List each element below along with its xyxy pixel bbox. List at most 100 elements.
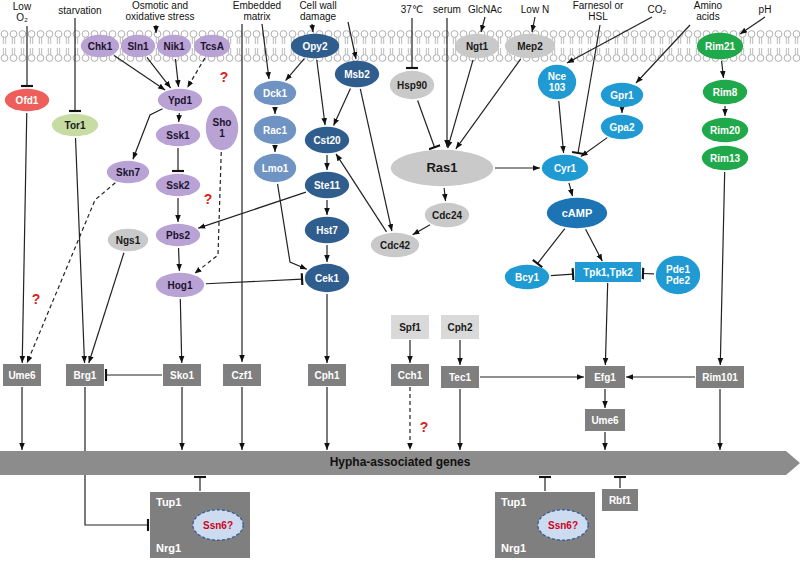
factor-box: Tec1 xyxy=(441,366,479,388)
node-text: TcsA xyxy=(200,41,224,52)
protein-ellipse: Nce 103 xyxy=(537,64,577,100)
uncertainty-mark: ? xyxy=(417,420,431,435)
protein-ellipse: Nik1 xyxy=(156,34,192,58)
signal-label: Farnesol or HSL xyxy=(567,0,629,22)
ellipse-shape xyxy=(156,124,200,146)
activation-connector xyxy=(180,299,181,363)
protein-ellipse: Gpr1 xyxy=(600,82,644,108)
factor-box: Czf1 xyxy=(223,364,261,386)
activation-connector xyxy=(195,152,222,274)
activation-connector xyxy=(147,57,171,88)
ellipse-shape xyxy=(194,35,230,57)
activation-connector xyxy=(448,60,473,148)
node-text: Ssk1 xyxy=(166,130,189,141)
node-text: Nrg1 xyxy=(501,542,526,554)
activation-connector xyxy=(21,387,22,450)
activation-connector xyxy=(181,387,182,450)
activation-connector xyxy=(334,88,351,125)
factor-box: Brg1 xyxy=(66,364,104,386)
node-text: Pde1 Pde2 xyxy=(665,264,691,286)
node-text: Ngt1 xyxy=(466,41,488,52)
inhibition-connector xyxy=(551,274,573,275)
activation-connector xyxy=(76,138,85,363)
node-text: Cyr1 xyxy=(554,163,576,174)
ellipse-shape xyxy=(371,233,419,257)
protein-ellipse: Ste11 xyxy=(304,171,350,199)
protein-ellipse: Ngt1 xyxy=(454,33,500,59)
signal-label: starvation xyxy=(50,5,110,16)
node-text: Tup1 xyxy=(501,496,526,508)
activation-connector xyxy=(413,225,430,235)
node-text: Efg1 xyxy=(594,372,616,383)
protein-ellipse: Skn7 xyxy=(106,160,150,184)
ellipse-shape xyxy=(391,150,493,186)
protein-ellipse: Pbs2 xyxy=(155,223,201,247)
factor-box: Tpk1,Tpk2 xyxy=(575,262,641,282)
activation-connector xyxy=(178,113,180,122)
node-text: Tpk1,Tpk2 xyxy=(583,267,632,278)
node-text: Cch1 xyxy=(398,370,422,381)
ellipse-shape xyxy=(156,174,200,196)
node-text: Nik1 xyxy=(163,41,184,52)
ellipse-shape xyxy=(547,198,607,228)
protein-ellipse: Sln1 xyxy=(120,34,156,58)
node-text: Ssk2 xyxy=(166,180,189,191)
activation-connector xyxy=(722,61,724,78)
activation-connector xyxy=(459,340,460,365)
node-text: Tor1 xyxy=(65,120,86,131)
activation-connector xyxy=(456,59,521,149)
factor-box: Ume6 xyxy=(3,364,40,386)
protein-ellipse: Cek1 xyxy=(304,263,350,293)
node-text: Ume6 xyxy=(591,415,618,426)
node-text: Gpa2 xyxy=(609,122,634,133)
node-text: Ssn6? xyxy=(203,520,233,531)
arrow-shape xyxy=(0,451,800,475)
ellipse-shape xyxy=(703,80,747,104)
signal-label: Low N xyxy=(516,4,554,15)
activation-connector xyxy=(719,389,720,450)
ellipse-shape xyxy=(702,146,748,170)
ellipse-shape xyxy=(697,33,743,59)
factor-box: Cph1 xyxy=(308,364,346,386)
repressor-complex-box: Tup1Nrg1Ssn6? xyxy=(150,492,250,558)
ellipse-shape xyxy=(542,155,588,181)
protein-ellipse: Bcy1 xyxy=(504,264,550,290)
inhibition-connector xyxy=(106,374,162,375)
activation-connector xyxy=(114,56,165,90)
node-text: Hog1 xyxy=(168,280,193,291)
factor-box: Rim101 xyxy=(696,366,744,388)
factor-box: Sko1 xyxy=(163,364,201,386)
uncertainty-mark: ? xyxy=(201,192,215,207)
ellipse-shape xyxy=(121,35,155,57)
ellipse-shape xyxy=(601,83,643,107)
activation-connector xyxy=(360,89,392,231)
node-text: Ssn6? xyxy=(548,520,578,531)
activation-connector xyxy=(605,283,607,365)
protein-ellipse: Tor1 xyxy=(51,113,99,137)
ellipse-shape xyxy=(538,65,576,99)
ellipse-shape xyxy=(81,35,119,57)
node-text: Nce 103 xyxy=(546,71,568,93)
protein-ellipse: Cyr1 xyxy=(541,154,589,182)
ellipse-shape xyxy=(505,265,549,289)
protein-ellipse: Ssk2 xyxy=(155,173,201,197)
protein-ellipse: Msb2 xyxy=(334,60,380,88)
cell-membrane xyxy=(0,30,800,62)
activation-connector xyxy=(22,113,27,363)
protein-ellipse: Hst7 xyxy=(304,216,350,244)
protein-ellipse: Cdc24 xyxy=(424,202,470,228)
node-text: Sko1 xyxy=(170,370,194,381)
inhibition-connector xyxy=(206,279,302,284)
inhibition-connector xyxy=(544,477,545,491)
activation-connector xyxy=(27,183,115,363)
node-text: Sln1 xyxy=(127,41,148,52)
ellipse-shape xyxy=(156,273,204,297)
factor-box: Cch1 xyxy=(391,364,429,386)
activation-connector xyxy=(326,155,327,170)
activation-connector xyxy=(604,432,605,450)
signal-label: serum xyxy=(430,4,464,15)
activation-connector xyxy=(569,183,573,196)
ellipse-shape xyxy=(291,34,339,58)
inhibition-connector xyxy=(619,477,620,488)
activation-connector xyxy=(559,101,564,153)
